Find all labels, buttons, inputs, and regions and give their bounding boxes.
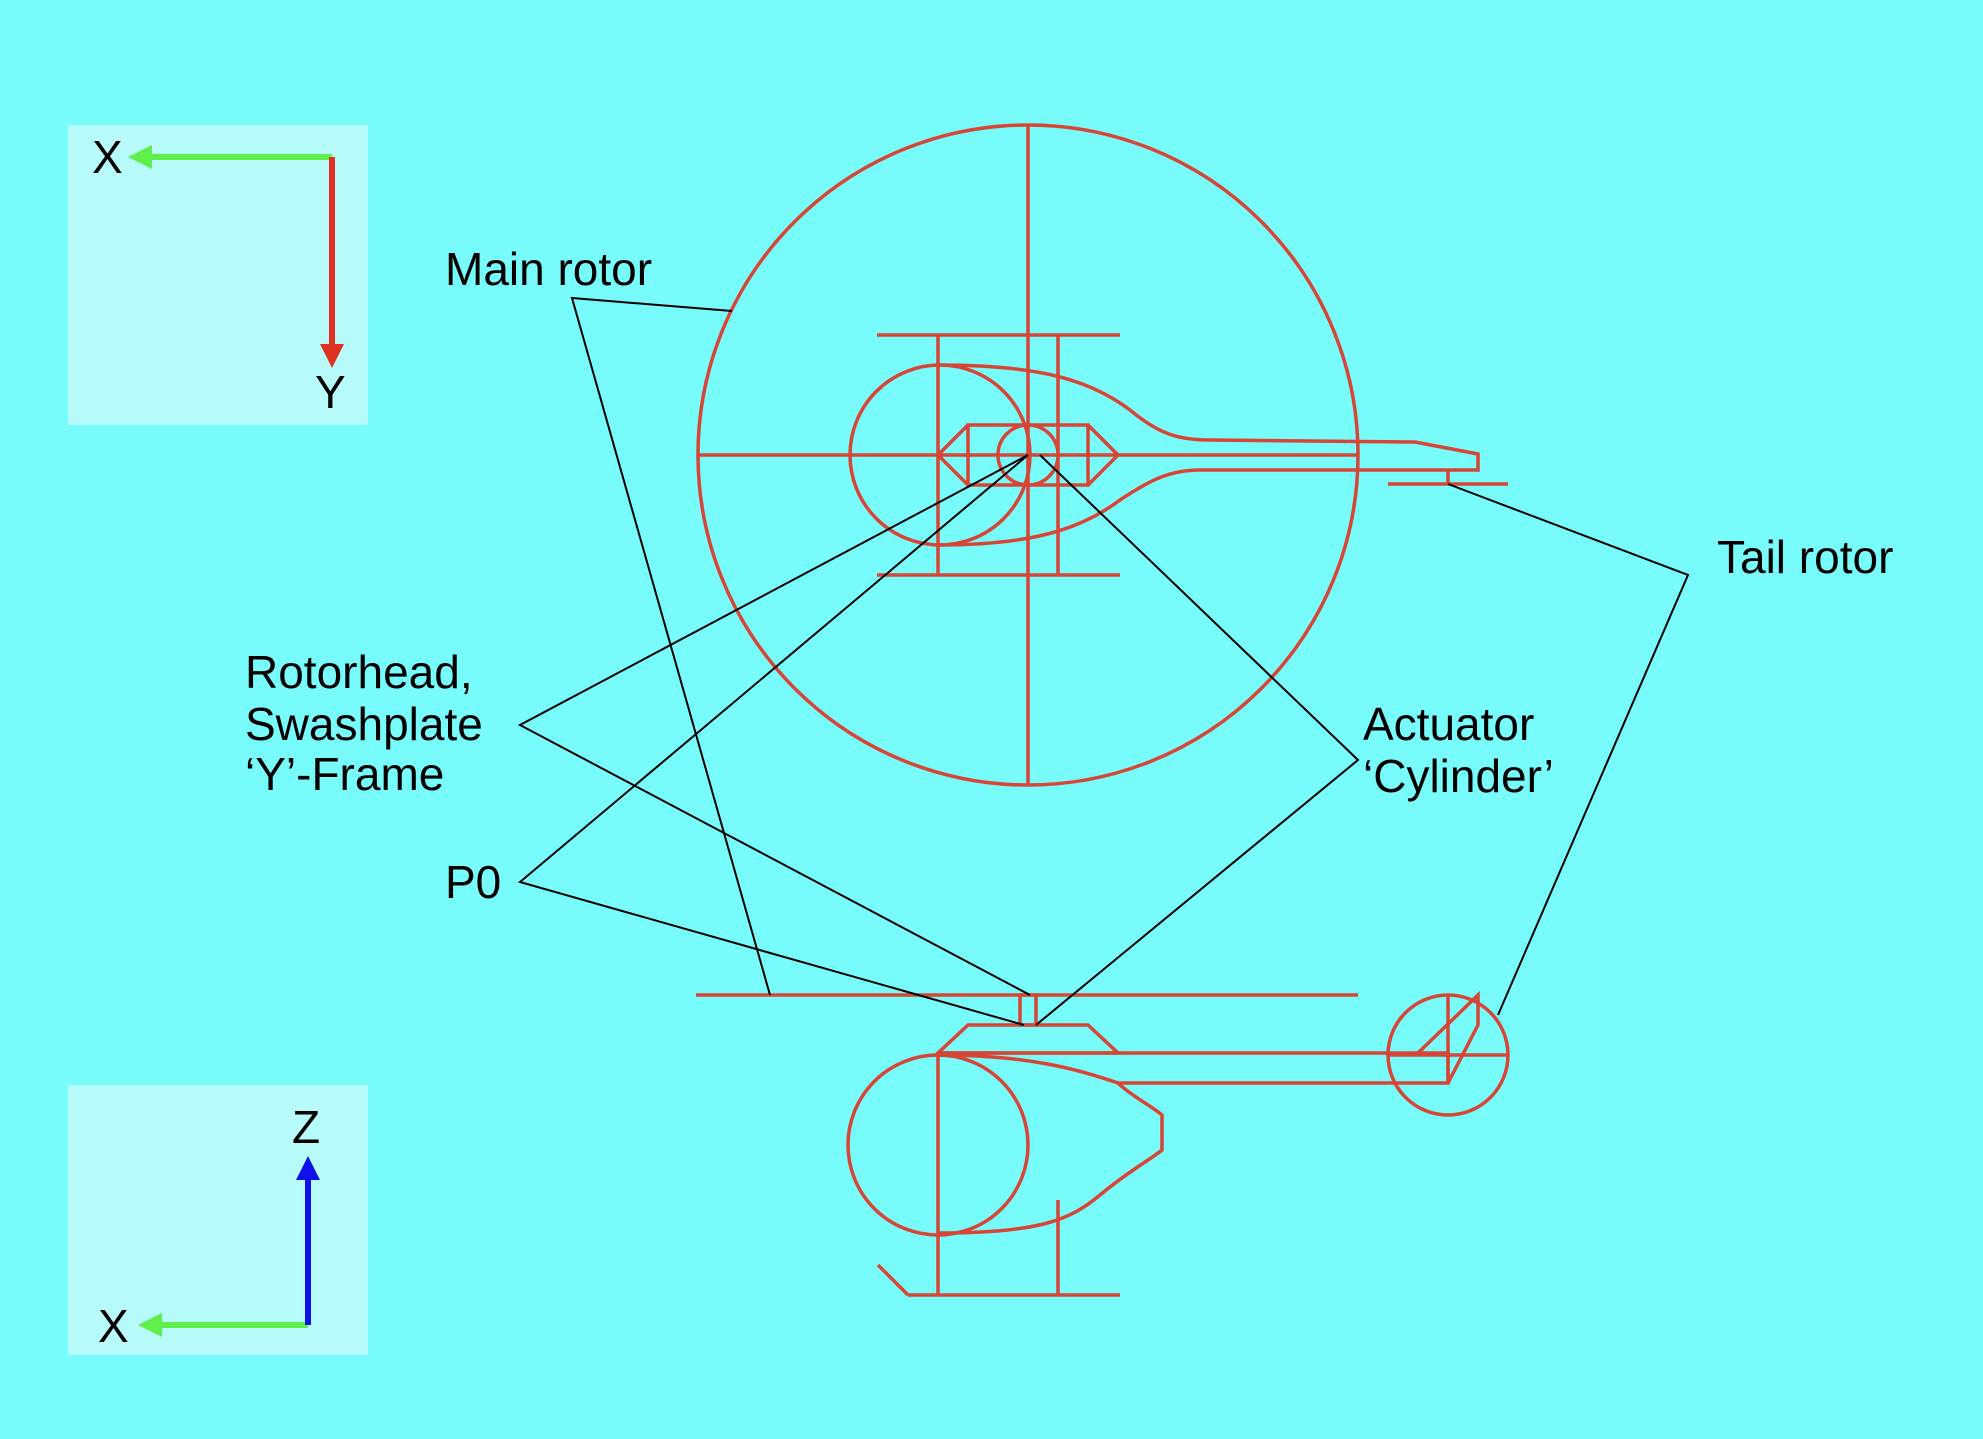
x-axis-arrowhead (128, 145, 152, 169)
hub-right-point (1086, 423, 1121, 487)
fuselage-outline-top (937, 363, 1480, 547)
leader-lines (517, 296, 1690, 1026)
axis-panel-xy: X Y (68, 125, 368, 425)
main-rotor-label: Main rotor (445, 243, 652, 295)
helicopter-top-view (696, 123, 1508, 787)
mast (1018, 993, 1038, 1027)
x-axis-arrowhead-bottom (138, 1313, 162, 1337)
leader-rotorhead (517, 454, 1031, 996)
x-axis-label-bottom: X (98, 1300, 129, 1352)
axis-panel-xy-background (68, 125, 368, 425)
z-axis-label: Z (292, 1101, 320, 1153)
leader-actuator (1035, 454, 1360, 1026)
fuselage-underside (937, 1081, 1164, 1235)
rotorhead-label-line1: Rotorhead, (245, 646, 473, 698)
actuator-label-line1: Actuator (1363, 698, 1534, 750)
tail-rotor-label: Tail rotor (1717, 531, 1893, 583)
fuselage-outline-side (937, 1051, 1450, 1085)
y-axis-arrowhead (320, 344, 344, 368)
x-axis-label: X (92, 131, 123, 183)
skid-tip (876, 1263, 910, 1297)
leader-main-rotor (570, 296, 771, 996)
helicopter-side-view (696, 990, 1510, 1297)
swashplate-circle (996, 423, 1060, 487)
axis-panel-xz: X Z (68, 1085, 368, 1355)
labels: Main rotor Tail rotor Rotorhead, Swashpl… (245, 243, 1893, 908)
engine-cowling (933, 1023, 1123, 1055)
p0-label: P0 (445, 856, 501, 908)
rotorhead-label-line3: ‘Y’-Frame (245, 748, 444, 800)
tail-fin (1416, 990, 1480, 1084)
leader-tail-rotor (1447, 483, 1690, 1016)
leader-p0 (517, 454, 1029, 1026)
hub-left-point (935, 423, 970, 487)
y-axis-label: Y (315, 366, 346, 418)
z-axis-arrowhead (296, 1156, 320, 1180)
actuator-label-line2: ‘Cylinder’ (1363, 750, 1554, 802)
axis-panel-xz-background (68, 1085, 368, 1355)
rotorhead-label-line2: Swashplate (245, 698, 483, 750)
